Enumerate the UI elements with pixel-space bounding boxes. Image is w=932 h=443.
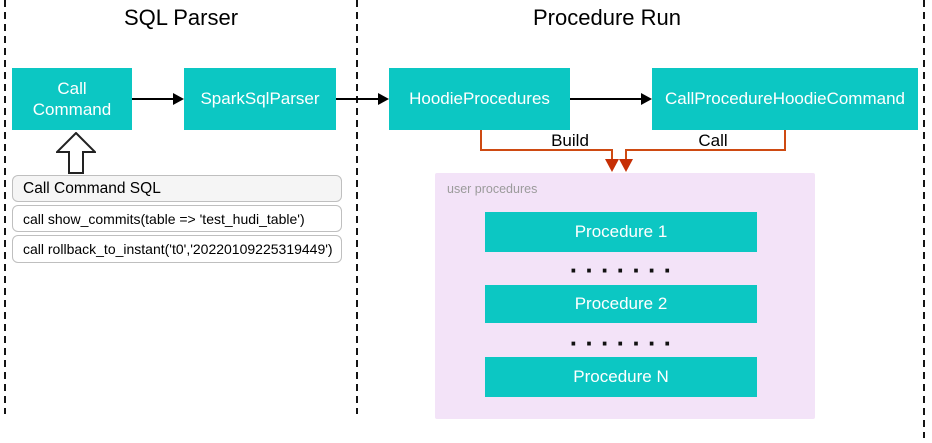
arrow-line [336,98,379,100]
connector-line [625,151,627,160]
node-call-command-label: Call Command [32,78,112,119]
left-dashed-border [4,0,6,414]
connector-line [625,149,786,151]
node-procedure-n: Procedure N [485,357,757,397]
user-procedures-panel: user procedures Procedure 1 ······· Proc… [435,173,815,419]
down-arrow-head-icon [619,159,633,172]
arrow-line [132,98,174,100]
arrow-head-icon [378,93,389,105]
ellipsis-dots: ······· [569,254,680,285]
node-procedure-2: Procedure 2 [485,285,757,323]
middle-dashed-divider [356,0,358,414]
sql-panel-row: call rollback_to_instant('t0','202201092… [12,235,342,263]
right-dashed-border [923,0,925,438]
connector-line [480,130,482,151]
section-title-sql-parser: SQL Parser [123,5,239,30]
node-hoodieprocedures: HoodieProcedures [389,68,570,130]
edge-label-call: Call [698,131,728,150]
arrow-line [570,98,642,100]
node-hoodieprocedures-label: HoodieProcedures [409,89,550,109]
node-call-command: Call Command [12,68,132,130]
node-callprocedurehoodiecommand-label: CallProcedureHoodieCommand [664,89,905,109]
user-procedures-label: user procedures [447,182,538,196]
arrow-head-icon [641,93,652,105]
node-procedure-1: Procedure 1 [485,212,757,252]
connector-line [611,151,613,160]
connector-line [480,149,613,151]
node-callprocedurehoodiecommand: CallProcedureHoodieCommand [652,68,918,130]
down-arrow-head-icon [605,159,619,172]
sql-panel-row: call show_commits(table => 'test_hudi_ta… [12,205,342,232]
node-sparksqlparser-label: SparkSqlParser [200,89,320,109]
node-sparksqlparser: SparkSqlParser [184,68,336,130]
up-block-arrow-icon [56,132,96,174]
sql-panel-header: Call Command SQL [12,175,342,202]
edge-label-build: Build [551,131,589,150]
section-title-procedure-run: Procedure Run [533,5,681,30]
arrow-head-icon [173,93,184,105]
connector-line [784,130,786,151]
ellipsis-dots: ······· [569,327,680,358]
